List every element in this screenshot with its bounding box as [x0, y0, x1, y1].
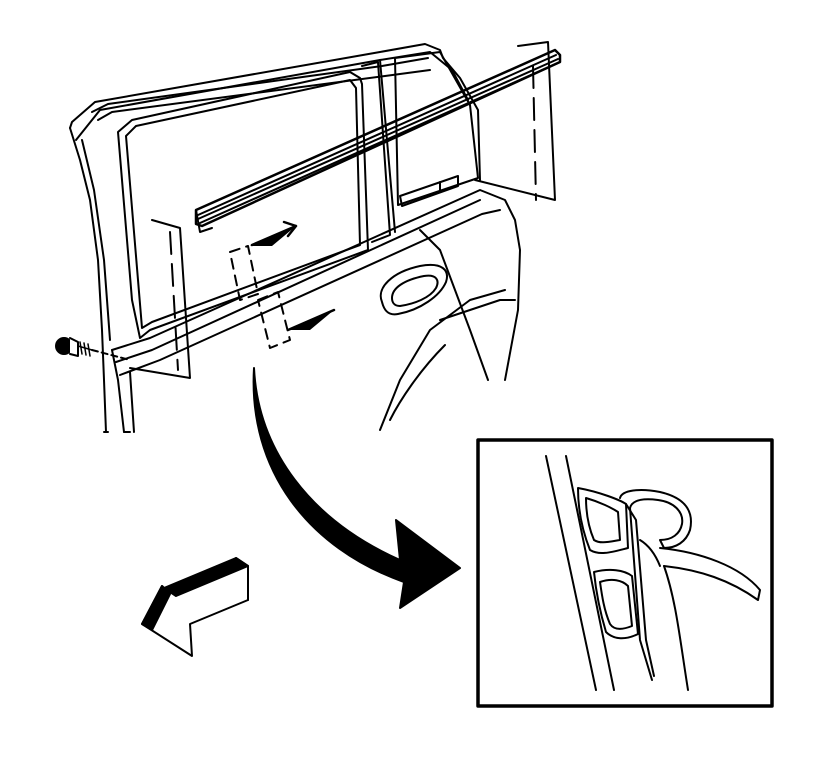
detail-clip-lower-inner — [599, 578, 633, 630]
screw-head — [55, 337, 73, 355]
clip-arrow-lower — [286, 308, 336, 332]
door-frame-top-ridge — [91, 57, 429, 113]
window-opening-inner — [125, 79, 361, 329]
belt-molding-rib-1 — [197, 54, 557, 216]
door-character-line-2 — [439, 299, 516, 321]
door-front-edge-4 — [129, 371, 135, 433]
belt-molding-end-tab — [195, 209, 213, 233]
door-character-line — [419, 229, 489, 381]
detail-molding-profile-2 — [625, 503, 655, 677]
window-divider — [361, 61, 391, 243]
molding-end-plane-dash — [532, 65, 537, 201]
direction-arrow-head-shade — [141, 585, 171, 631]
quarter-glass — [394, 51, 479, 206]
detail-clip-lower — [593, 568, 639, 640]
screw-icon — [55, 337, 131, 361]
belt-line-3 — [119, 209, 501, 376]
screw-shank — [77, 341, 93, 357]
belt-molding-rib-2 — [197, 58, 559, 220]
belt-molding — [129, 41, 562, 379]
molding-end-plane-left — [129, 219, 191, 379]
direction-arrow-icon — [141, 557, 249, 657]
screw-washer — [69, 337, 79, 357]
window-divider-2 — [379, 59, 396, 233]
door-handle — [391, 274, 439, 307]
detail-panel-edge-2 — [565, 455, 615, 691]
detail-clip-upper — [577, 487, 629, 555]
clip-guide-upper — [229, 245, 259, 301]
detail-clip-upper-inner — [585, 497, 621, 544]
detail-panel-edge-1 — [545, 455, 597, 691]
door-front-edge-3 — [111, 349, 125, 433]
detail-inner-panel — [659, 547, 761, 601]
rear-door — [69, 43, 521, 433]
molding-end-plane-right — [474, 41, 556, 201]
belt-line-2 — [115, 199, 481, 363]
detail-molding-profile — [619, 489, 692, 681]
door-front-edge — [69, 127, 107, 433]
belt-line — [111, 189, 521, 381]
window-opening — [117, 71, 369, 339]
detail-seal-lip — [639, 539, 661, 567]
detail-inner-panel-2 — [663, 565, 689, 691]
belt-molding-rib-3 — [199, 61, 561, 224]
door-latch-slot — [399, 175, 459, 207]
curved-arrow-body — [252, 367, 461, 609]
detail-inset — [476, 438, 774, 708]
clip-guide-lower — [257, 291, 291, 349]
door-handle-pocket — [379, 264, 448, 316]
screw-leader — [91, 349, 131, 361]
clip-arrowhead-upper — [250, 226, 296, 246]
door-lower-curve — [379, 289, 506, 431]
door-front-edge-2 — [81, 139, 111, 341]
curved-arrow-icon — [252, 367, 461, 609]
door-lower-curve-2 — [389, 344, 446, 421]
molding-end-plane-left-dash — [169, 231, 179, 371]
